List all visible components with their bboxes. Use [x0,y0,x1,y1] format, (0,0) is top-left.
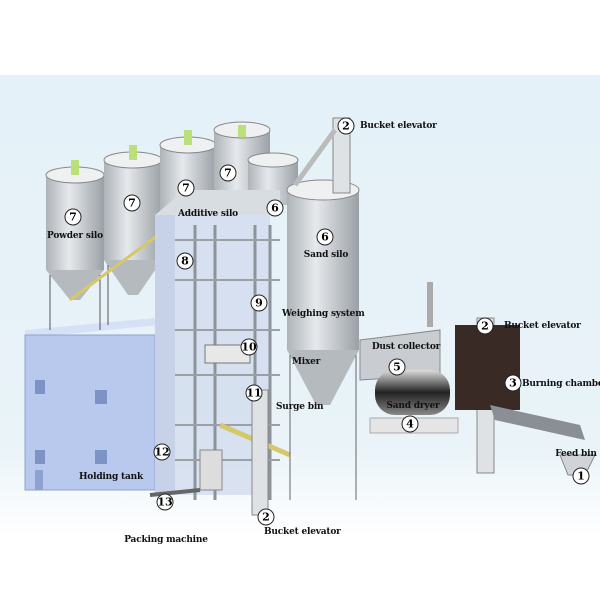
callout-label-feed-bin: Feed bin [555,449,597,459]
callout-label-surge-bin: Surge bin [276,402,324,412]
callout-label-bucket-elevator-right: Bucket elevator [504,321,581,331]
callout-number-bucket-elevator-right: 2 [476,317,494,335]
callout-number-sand-dryer: 4 [401,415,419,433]
callout-label-bucket-elevator-top: Bucket elevator [360,121,437,131]
callout-number-packing-machine: 13 [156,493,174,511]
callout-number-bucket-elevator-top: 2 [337,117,355,135]
callout-label-weighing-system: Weighing system [282,309,365,319]
callout-number-powder-silo-4: 7 [219,164,237,182]
mixing-tower [149,190,291,500]
callout-number-mixer: 10 [240,338,258,356]
callout-label-holding-tank: Holding tank [79,472,143,482]
callout-number-sand-silo-small: 6 [266,199,284,217]
callout-number-burning-chamber: 3 [504,374,522,392]
callout-label-burning-chamber: Burning chamber [522,379,600,389]
callout-label-packing-machine: Packing machine [124,535,208,545]
sand-silo-shape [286,179,360,500]
callout-label-dust-collector: Dust collector [371,342,441,352]
callout-label-additive-silo: Additive silo [178,209,238,219]
office-building [24,318,160,491]
callout-number-powder-silo-1: 7 [64,208,82,226]
callout-number-surge-bin: 11 [245,384,263,402]
callout-number-sand-silo: 6 [316,228,334,246]
callout-number-holding-tank: 12 [153,443,171,461]
callout-label-powder-silo-1: Powder silo [47,231,103,241]
callout-label-sand-dryer: Sand dryer [386,401,440,411]
callout-number-bucket-elevator-bottom: 2 [257,508,275,526]
callout-label-bucket-elevator-bottom: Bucket elevator [264,527,341,537]
callout-label-mixer: Mixer [292,357,321,367]
callout-number-dust-collector: 5 [388,358,406,376]
callout-number-weighing-system: 9 [250,294,268,312]
callout-label-sand-silo: Sand silo [303,250,349,260]
callout-number-additive-silo: 8 [176,252,194,270]
callout-number-feed-bin: 1 [572,467,590,485]
callout-number-powder-silo-2: 7 [123,194,141,212]
callout-number-powder-silo-3: 7 [177,179,195,197]
